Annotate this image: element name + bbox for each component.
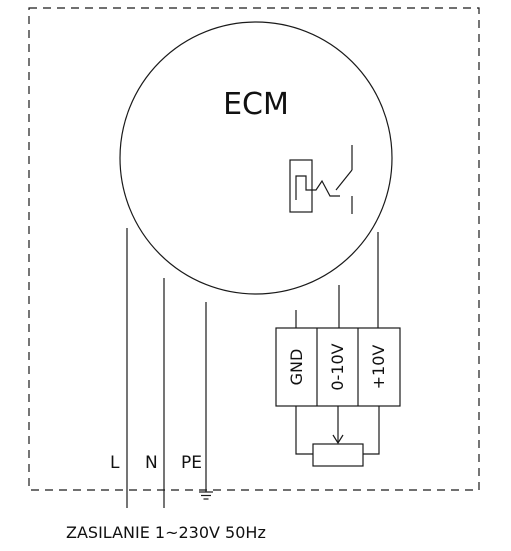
supply-caption: ZASILANIE 1~230V 50Hz xyxy=(66,523,266,542)
terminal-gnd: GND xyxy=(287,349,306,386)
wire-label-l: L xyxy=(110,453,120,473)
wire-label-pe: PE xyxy=(181,453,202,473)
control-wires xyxy=(295,232,379,328)
wire-label-n: N xyxy=(145,453,158,473)
motor-label: ECM xyxy=(223,87,289,122)
potentiometer xyxy=(295,406,380,467)
supply-wires xyxy=(126,228,207,508)
ground-icon xyxy=(199,491,213,500)
ecm-motor xyxy=(119,21,393,295)
housing-boundary xyxy=(28,7,480,491)
thermal-switch-symbol xyxy=(289,145,353,214)
terminal-plus-10v: +10V xyxy=(369,345,388,390)
terminal-0-10v: 0-10V xyxy=(328,343,347,390)
